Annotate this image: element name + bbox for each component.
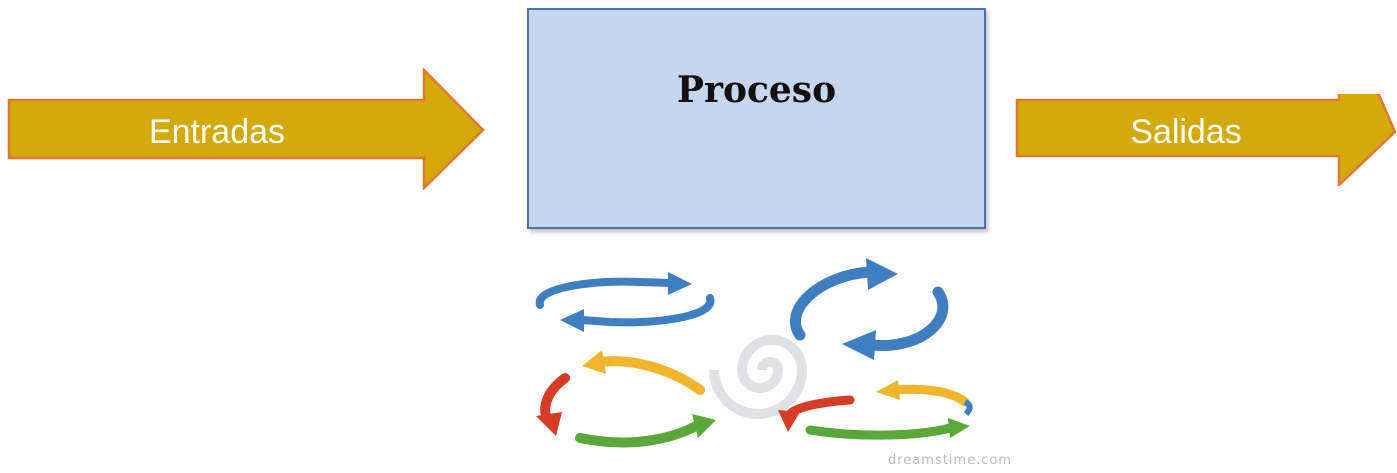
output-arrow: Salidas [1014, 1, 1397, 188]
input-arrow-label: Entradas [148, 113, 286, 151]
watermark-text: dreamstime.com [888, 453, 1012, 468]
input-arrow-shape [7, 66, 485, 191]
blue-round-cycle-icon [790, 258, 949, 360]
multicolor-cycle-icon-left [536, 350, 716, 448]
multicolor-cycle-icon-right [778, 380, 973, 440]
input-arrow: Entradas [0, 66, 486, 191]
output-arrow-label: Salidas [1130, 113, 1242, 151]
process-box: Proceso [527, 8, 986, 229]
process-label: Proceso [676, 68, 837, 111]
cycle-arrows-illustration: dreamstime.com [520, 250, 1020, 468]
blue-flat-cycle-icon [535, 272, 715, 332]
swirl-background [709, 335, 808, 419]
